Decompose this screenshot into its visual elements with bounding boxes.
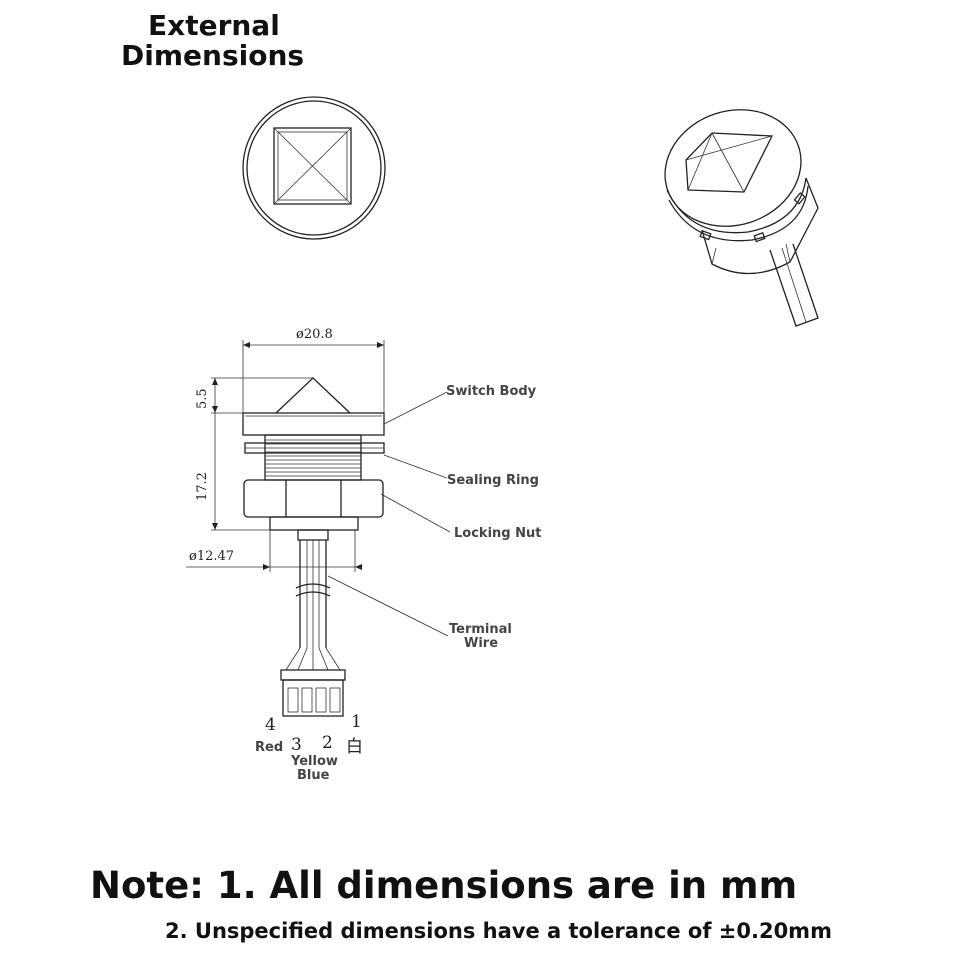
label-switch-body: Switch Body bbox=[446, 384, 537, 399]
pin-1-number: 1 bbox=[351, 712, 362, 732]
top-view bbox=[242, 96, 386, 240]
label-terminal-wire-2: Wire bbox=[464, 636, 498, 651]
label-sealing-ring: Sealing Ring bbox=[447, 473, 539, 488]
title-line-1: External bbox=[148, 9, 280, 42]
note-2: 2. Unspecified dimensions have a toleran… bbox=[165, 919, 832, 943]
dim-height-cap: 5.5 bbox=[195, 388, 210, 409]
pin-4-number: 4 bbox=[265, 715, 276, 735]
pin-2-color-label: Blue bbox=[297, 768, 330, 783]
note-1: Note: 1. All dimensions are in mm bbox=[90, 864, 797, 907]
dim-height-body: 17.2 bbox=[195, 472, 210, 501]
pin-3-number: 3 bbox=[291, 735, 302, 755]
label-terminal-wire-1: Terminal bbox=[449, 622, 512, 637]
pin-3-color-label: Yellow bbox=[290, 754, 338, 769]
dimension-lines bbox=[186, 340, 385, 572]
dim-diameter-thread: ø12.47 bbox=[189, 549, 234, 564]
pin-2-number: 2 bbox=[322, 733, 333, 753]
title-line-2: Dimensions bbox=[121, 39, 304, 72]
leader-lines bbox=[327, 391, 451, 637]
pin-1-color-label: 白 bbox=[346, 737, 363, 757]
label-locking-nut: Locking Nut bbox=[454, 526, 541, 541]
pin-4-color-label: Red bbox=[255, 740, 283, 755]
thread-lines bbox=[265, 439, 361, 477]
isometric-view bbox=[664, 109, 819, 327]
side-view bbox=[242, 377, 385, 717]
dim-diameter-top: ø20.8 bbox=[296, 327, 333, 342]
